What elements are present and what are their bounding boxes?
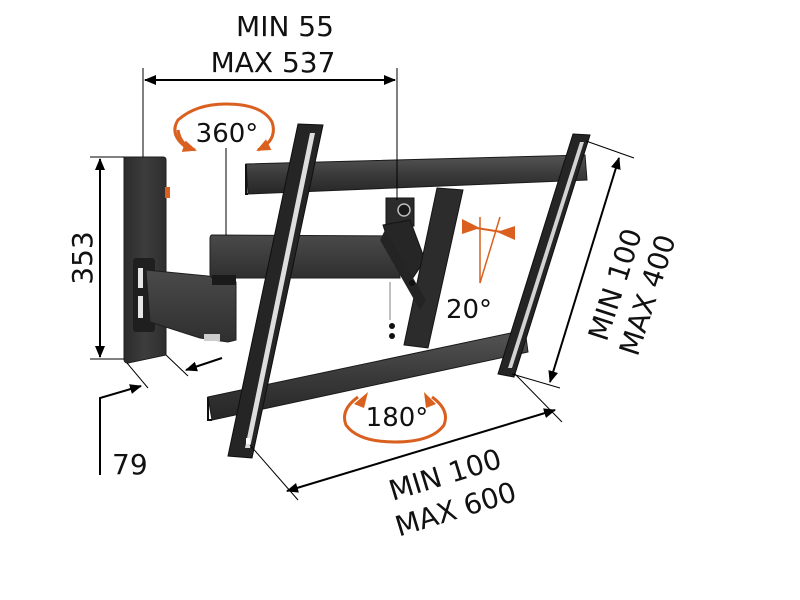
tilt-20-indicator: 20° (446, 216, 515, 325)
wall-plate-height-dimension: 353 (66, 156, 124, 360)
wall-plate (123, 156, 170, 364)
wall-plate-release-tab (165, 187, 170, 198)
tv-mount-product (123, 123, 591, 459)
wall-plate-depth-dimension: 79 (99, 354, 223, 481)
tilt-mechanism (380, 187, 464, 349)
rotate-180-label: 180° (366, 403, 429, 433)
swivel-360-indicator: 360° (173, 102, 275, 235)
arm-extension-dimension: MIN 55 MAX 537 (142, 10, 398, 200)
arm-extension-min-label: MIN 55 (236, 10, 334, 43)
rotate-arrow-icon (343, 395, 447, 444)
wall-plate-depth-label: 79 (112, 448, 148, 481)
swivel-360-label: 360° (196, 119, 259, 149)
left-vesa-strip (227, 123, 324, 459)
arm-segment-outer (209, 234, 401, 285)
bottom-rail (207, 329, 529, 421)
swivel-arrow-icon (173, 102, 275, 152)
tilt-20-label: 20° (446, 295, 492, 325)
arm-extension-max-label: MAX 537 (211, 46, 336, 79)
rotate-180-indicator: 180° (343, 392, 447, 444)
wall-plate-height-label: 353 (66, 231, 99, 284)
